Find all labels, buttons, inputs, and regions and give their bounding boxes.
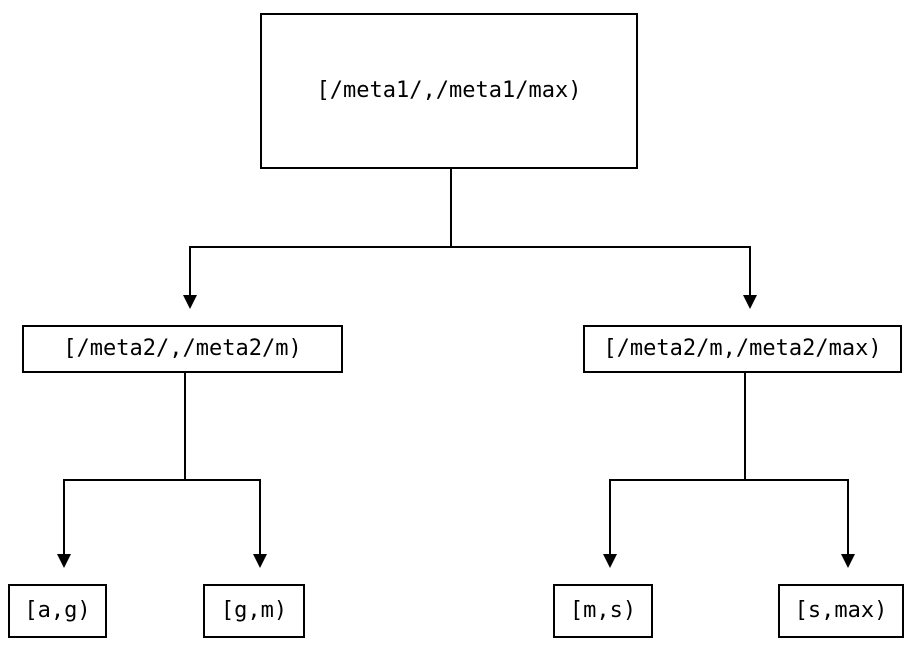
edge-meta2-low-to-children bbox=[63, 373, 261, 554]
edge-root-to-children bbox=[189, 169, 751, 295]
arrowhead-icon bbox=[743, 295, 757, 309]
edge-meta2-high-to-children bbox=[609, 373, 849, 554]
arrowhead-icon bbox=[183, 295, 197, 309]
tree-node-leaf-smax: [s,max) bbox=[778, 584, 904, 638]
tree-node-root: [/meta1/,/meta1/max) bbox=[260, 13, 638, 169]
arrowhead-icon bbox=[603, 554, 617, 568]
tree-node-leaf-gm-label: [g,m) bbox=[220, 598, 288, 623]
tree-node-leaf-ms-label: [m,s) bbox=[569, 598, 637, 623]
tree-node-leaf-gm: [g,m) bbox=[203, 584, 305, 638]
arrowhead-icon bbox=[57, 554, 71, 568]
tree-node-leaf-ag-label: [a,g) bbox=[24, 598, 91, 623]
tree-node-leaf-smax-label: [s,max) bbox=[794, 598, 888, 623]
tree-node-root-label: [/meta1/,/meta1/max) bbox=[316, 78, 582, 103]
tree-node-meta2-high-label: [/meta2/m,/meta2/max) bbox=[603, 336, 882, 361]
arrowhead-icon bbox=[841, 554, 855, 568]
tree-node-meta2-low-label: [/meta2/,/meta2/m) bbox=[63, 336, 302, 361]
tree-node-meta2-low: [/meta2/,/meta2/m) bbox=[22, 325, 343, 373]
tree-node-leaf-ms: [m,s) bbox=[553, 584, 653, 638]
arrowhead-icon bbox=[253, 554, 267, 568]
tree-node-leaf-ag: [a,g) bbox=[8, 584, 107, 638]
tree-node-meta2-high: [/meta2/m,/meta2/max) bbox=[583, 325, 902, 373]
